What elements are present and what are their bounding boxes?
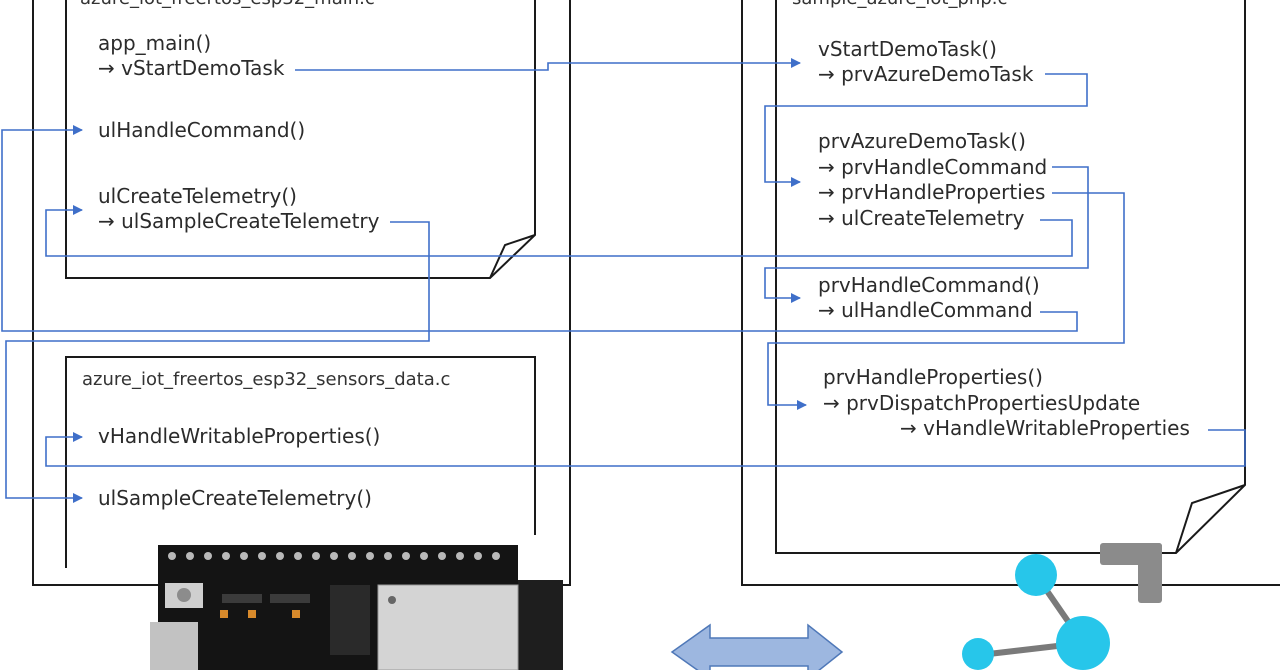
- azure-demo-task-label: prvAzureDemoTask(): [818, 129, 1026, 153]
- arrow-prvazuredemotask: [764, 73, 1088, 187]
- handle-properties-call: → prvDispatchPropertiesUpdate: [823, 391, 1141, 415]
- writable-properties-label: vHandleWritableProperties(): [98, 424, 381, 448]
- arrow-ulcreatetelemetry: [45, 205, 1073, 257]
- sensors-file-title: azure_iot_freertos_esp32_sensors_data.c: [82, 369, 451, 390]
- handle-properties-call-2: → vHandleWritableProperties: [900, 416, 1190, 440]
- create-telemetry-label: ulCreateTelemetry(): [98, 184, 297, 208]
- app-main-call: → vStartDemoTask: [98, 56, 285, 80]
- demo-call-telemetry: → ulCreateTelemetry: [818, 206, 1025, 230]
- handle-properties-label: prvHandleProperties(): [823, 365, 1043, 389]
- main-file-fold: [489, 234, 536, 279]
- demo-call-command: → prvHandleCommand: [818, 155, 1048, 179]
- arrow-vstartdemotask: [295, 58, 801, 71]
- sensors-file-box: [65, 356, 536, 568]
- arrow-ulhandlecommand: [1, 125, 1078, 332]
- handle-command-call-right: → ulHandleCommand: [818, 298, 1033, 322]
- app-main-label: app_main(): [98, 31, 212, 55]
- handle-command-label: ulHandleCommand(): [98, 118, 306, 142]
- esp32-board-image: [150, 545, 563, 670]
- main-file-title: azure_iot_freertos_esp32_main.c: [80, 0, 375, 12]
- double-arrow-icon: [670, 623, 844, 670]
- arrow-vhandlewritableproperties: [45, 429, 1246, 467]
- right-outer-container: [741, 0, 1280, 586]
- arrow-prvhandlecommand: [764, 166, 1089, 303]
- pnp-file-fold: [1175, 484, 1246, 554]
- tag-icon: [1100, 543, 1162, 603]
- handle-command-label-right: prvHandleCommand(): [818, 273, 1040, 297]
- sample-create-telemetry-label: ulSampleCreateTelemetry(): [98, 486, 372, 510]
- arrow-prvhandleproperties: [767, 192, 1125, 410]
- arrow-ulsamplecreatetelemetry: [5, 221, 430, 503]
- create-telemetry-call: → ulSampleCreateTelemetry: [98, 209, 380, 233]
- demo-call-properties: → prvHandleProperties: [818, 180, 1046, 204]
- start-demo-task-label: vStartDemoTask(): [818, 37, 997, 61]
- start-demo-task-call: → prvAzureDemoTask: [818, 62, 1034, 86]
- azure-iot-network-icon: [962, 554, 1110, 670]
- pnp-file-title: sample_azure_iot_pnp.c: [792, 0, 1007, 12]
